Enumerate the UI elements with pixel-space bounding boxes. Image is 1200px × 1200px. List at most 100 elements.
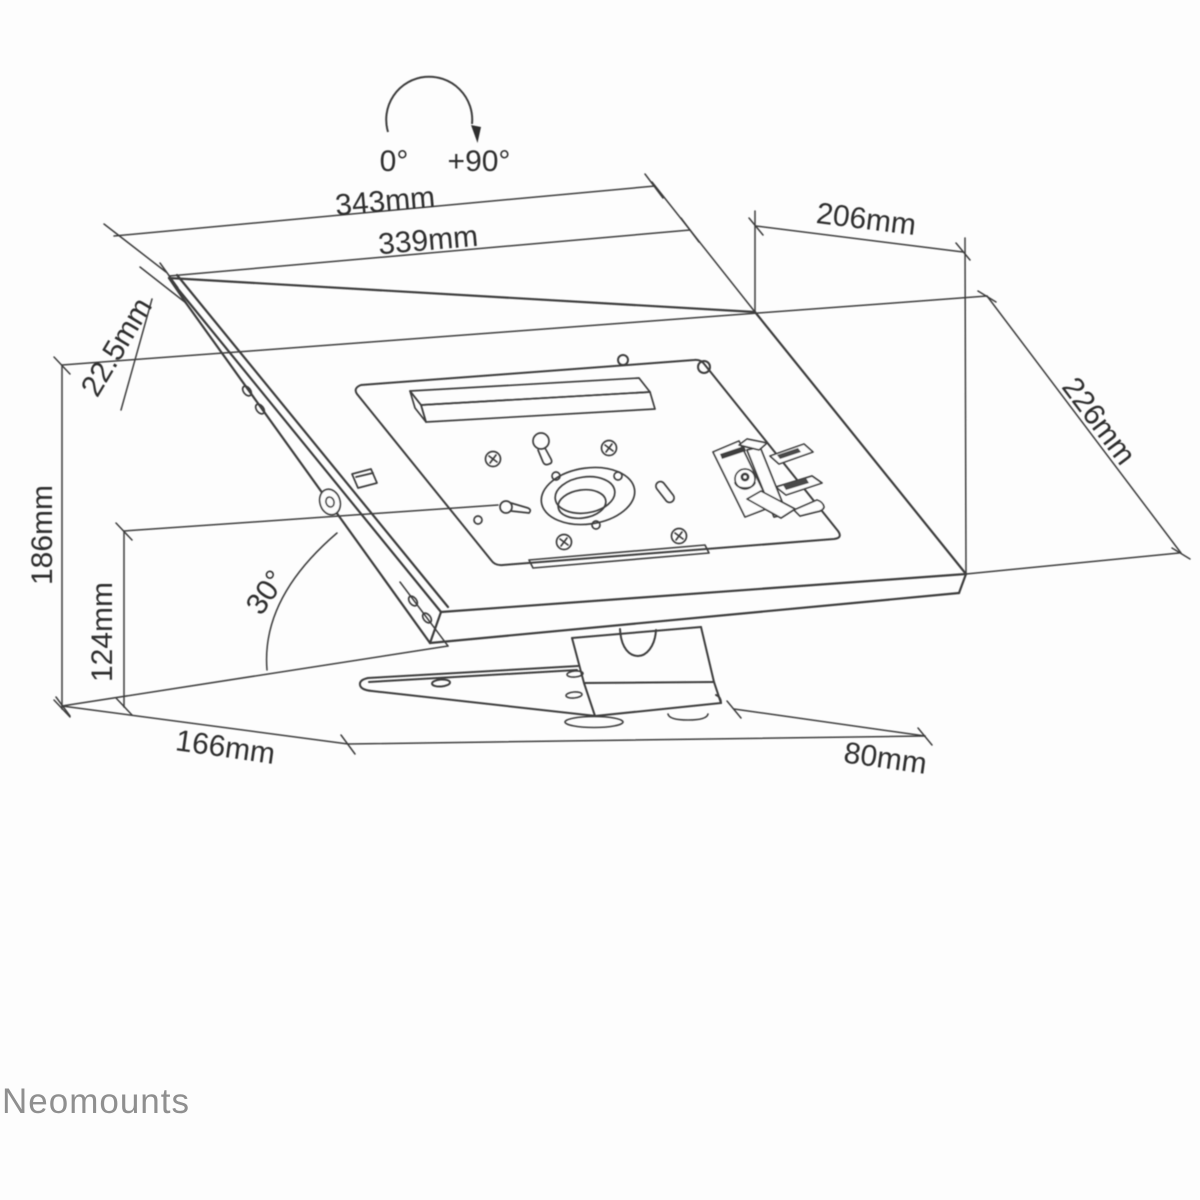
- screw-2-line-3: [605, 443, 613, 453]
- dim-tick-343-right: [644, 173, 664, 199]
- column-fold-line: [583, 681, 715, 684]
- screw-2: [600, 439, 618, 457]
- dim-tick-124-bottom: [115, 697, 133, 716]
- flange-hole-2: [613, 471, 623, 481]
- screw-3-circle-1: [555, 533, 573, 551]
- flange-hole-3: [591, 520, 601, 530]
- screw-3-line-3: [560, 537, 568, 547]
- latch-knob-washer: [734, 481, 756, 489]
- left-tab-bracket-path-1: [351, 468, 378, 489]
- dim-line-206: [755, 225, 964, 253]
- dim-line-339: [168, 229, 691, 277]
- dim-ext-right-oblique: [651, 181, 756, 313]
- ground-edge-front: [347, 735, 926, 745]
- drawing-layer: 0° +90°: [26, 75, 1191, 781]
- label-height-total: 186mm: [26, 485, 59, 585]
- angle-arc-30deg: [265, 532, 338, 671]
- column-top-edge: [571, 626, 702, 639]
- enclosure-front-bottom-edge: [428, 591, 961, 645]
- base-pad-left: [564, 715, 624, 729]
- latch-block-upper-slot: [777, 448, 801, 459]
- dimension-lines: [53, 173, 1191, 755]
- latch-rail-top-cap: [738, 438, 768, 451]
- panel-corner-hole: [697, 360, 711, 374]
- small-stud: [473, 515, 483, 525]
- base-pad-right: [667, 713, 709, 721]
- keyhole-circle: [532, 432, 550, 450]
- enclosure-side-bottom-edge: [184, 301, 432, 645]
- latch-foot: [793, 499, 825, 517]
- enclosure-left-cap: [167, 276, 188, 305]
- dim-ext-226-bottom: [965, 552, 1180, 575]
- back-panel: [354, 354, 841, 569]
- base-hole: [431, 678, 451, 688]
- dim-tick-186-bottom: [53, 699, 71, 718]
- rotation-end-label: +90°: [448, 145, 511, 178]
- dim-ext-206-right: [964, 237, 967, 575]
- side-hole-1: [241, 385, 253, 397]
- lock-flange: [540, 466, 636, 530]
- base-nose: [358, 677, 373, 692]
- spring-catch-path-2: [510, 502, 532, 514]
- dim-tick-80-right: [917, 727, 933, 746]
- side-hole-4: [421, 612, 433, 624]
- ref-line-top: [61, 295, 988, 366]
- lock-flange-ellipse-2: [554, 475, 616, 515]
- column-bottom-edge: [594, 702, 722, 717]
- panel-bottom-recess-strip: [528, 544, 710, 569]
- latch-assembly: [712, 438, 825, 519]
- rotation-start-label: 0°: [380, 145, 409, 178]
- latch-dark-slot: [720, 446, 746, 459]
- latch-block-lower-slot: [783, 478, 809, 490]
- spring-catch: [499, 500, 532, 514]
- screw-4: [670, 527, 688, 545]
- dim-tick-226-bottom: [1171, 547, 1191, 560]
- enclosure-right-cap: [957, 572, 968, 595]
- pivot-knob-inner: [325, 496, 335, 508]
- spring-catch-circle-1: [499, 500, 513, 514]
- side-hole-2: [254, 403, 266, 415]
- side-hole-3: [407, 595, 419, 607]
- dim-line-343: [113, 185, 656, 237]
- base-top-edge-inner: [368, 669, 578, 683]
- dim-tick-206-right: [955, 242, 971, 261]
- frame-stud: [617, 354, 629, 366]
- base-right-tip: [715, 694, 722, 704]
- base-top-edge: [367, 665, 579, 679]
- left-tab-bracket-line-2: [355, 472, 374, 478]
- ground-edge-166: [61, 705, 349, 745]
- dim-leader-22.5: [120, 298, 153, 411]
- pivot-knob-outer: [318, 488, 342, 516]
- dimension-labels: 343mm 339mm 206mm 226mm 22.5mm 186mm 124…: [26, 181, 1142, 781]
- support-bar-end: [409, 390, 427, 423]
- label-height-pivot: 124mm: [86, 582, 119, 682]
- ground-ray-30deg: [61, 645, 449, 707]
- base-front-edge: [371, 690, 597, 717]
- screw-1-circle-1: [484, 450, 502, 468]
- enclosure-outline: [167, 273, 968, 645]
- keyhole-tail: [537, 447, 553, 466]
- enclosure-south-cap: [428, 610, 443, 645]
- dim-tick-206-left: [748, 217, 764, 236]
- dim-tick-186-top: [53, 356, 71, 375]
- stand-column: [565, 626, 722, 717]
- screw-4-circle-1: [670, 527, 688, 545]
- brand-logo: Neomounts: [2, 1082, 190, 1121]
- screw-1: [484, 450, 502, 468]
- base-plate: [358, 665, 722, 729]
- screw-4-line-3: [675, 531, 683, 541]
- rotation-arc: [385, 75, 481, 143]
- column-cable-hole: [619, 628, 657, 657]
- pivot-and-side-holes: [241, 385, 433, 624]
- dim-ext-22.5: [139, 266, 187, 304]
- enclosure-rail-inner-edge: [175, 273, 450, 609]
- screw-2-circle-1: [600, 439, 618, 457]
- oblong-slot: [655, 480, 675, 504]
- latch-knob-center-dot: [743, 475, 747, 479]
- column-slot-2: [565, 691, 583, 699]
- rotation-arc-path-1: [385, 75, 474, 133]
- panel-details: [351, 377, 688, 551]
- dim-tick-80-left: [726, 700, 742, 719]
- dim-line-226: [986, 295, 1182, 554]
